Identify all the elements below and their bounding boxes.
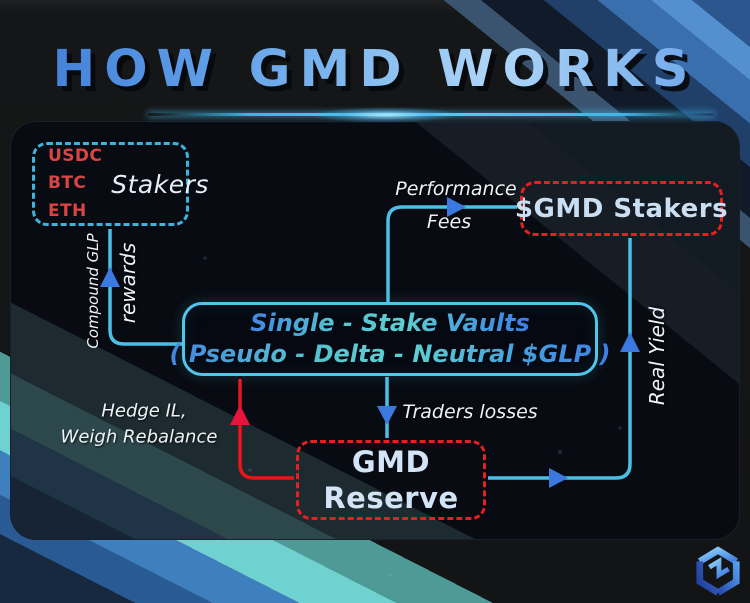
edge-label-real-yield: Real Yield (645, 306, 669, 406)
gmd-logo-icon (696, 546, 740, 596)
logo-inner-zigzag (708, 557, 730, 580)
edge-label-fees: Fees (426, 211, 472, 233)
edge-label-performance: Performance (395, 178, 517, 200)
node-single-stake-vaults: Single - Stake Vaults ( Pseudo - Delta -… (170, 302, 610, 376)
gmd-stakers-label: $GMD Stakers (514, 193, 729, 224)
stakers-label: Stakers (111, 169, 209, 199)
edge-label-compound-glp: Compound GLP (84, 233, 102, 349)
token-usdc: USDC (48, 146, 103, 167)
edge-label-weigh-rebalance: Weigh Rebalance (60, 426, 218, 448)
edge-label-hedge-il: Hedge IL, (101, 400, 187, 422)
page-title: HOW GMD WORKS (0, 40, 750, 99)
vaults-title-line2: ( Pseudo - Delta - Neutral $GLP ) (169, 340, 611, 368)
glow-divider (148, 113, 714, 116)
token-btc: BTC (48, 173, 87, 194)
node-stakers: USDC BTC ETH Stakers (32, 142, 208, 226)
reserve-label-line2: Reserve (323, 481, 459, 515)
node-gmd-stakers: $GMD Stakers (515, 181, 728, 236)
reserve-label-line1: GMD (351, 444, 431, 479)
node-gmd-reserve: GMD Reserve (296, 440, 486, 520)
edge-label-traders-losses: Traders losses (402, 401, 538, 423)
edge-label-rewards: rewards (116, 242, 140, 324)
token-list: USDC BTC ETH (48, 143, 102, 225)
token-eth: ETH (48, 200, 87, 221)
vaults-title-line1: Single - Stake Vaults (250, 309, 530, 338)
